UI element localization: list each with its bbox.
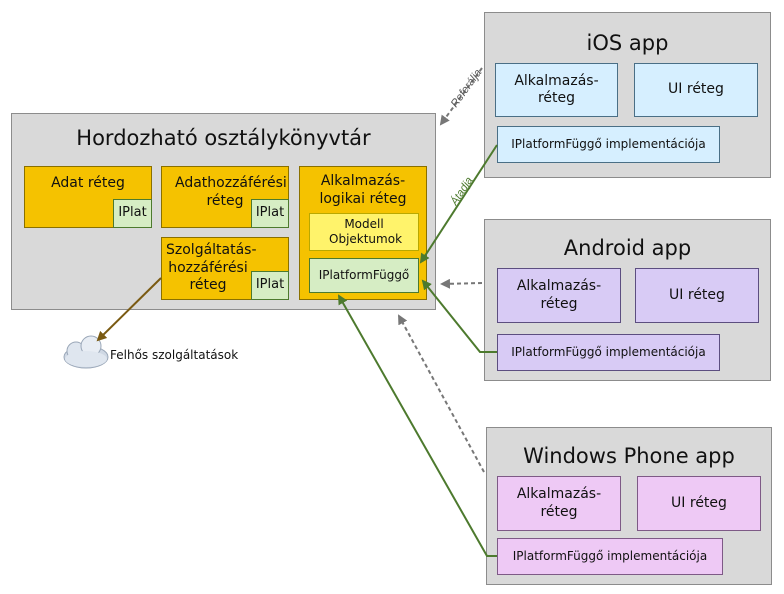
data-access-layer: Adathozzáférési réteg: [161, 166, 289, 228]
android-app-layer-label: Alkalmazás-réteg: [516, 278, 602, 312]
ios-ui-layer: UI réteg: [634, 63, 758, 117]
pass-label: Átadja: [447, 174, 475, 208]
wp-pass-arrow: [338, 294, 497, 557]
android-impl: IPlatformFüggő implementációja: [497, 334, 720, 371]
wp-app-layer-label: Alkalmazás-réteg: [516, 486, 602, 520]
service-access-layer: Szolgáltatás-hozzáférési réteg: [161, 237, 289, 300]
ios-impl-label: IPlatformFüggő implementációja: [511, 137, 706, 151]
windows-phone-app-title: Windows Phone app: [523, 444, 735, 468]
ios-impl: IPlatformFüggő implementációja: [497, 126, 720, 163]
iplat-label: IPlat: [118, 205, 147, 221]
data-layer-label: Adat réteg: [51, 175, 125, 191]
android-app-layer: Alkalmazás-réteg: [497, 268, 621, 323]
model-objects: Modell Objektumok: [309, 213, 419, 251]
cloud-label: Felhős szolgáltatások: [110, 348, 239, 362]
wp-reference-arrow: [398, 314, 485, 473]
service-to-cloud-arrow: [96, 277, 162, 342]
wp-impl: IPlatformFüggő implementációja: [497, 538, 723, 575]
data-layer-iplat: IPlat: [113, 199, 152, 228]
android-pass-arrow: [421, 279, 497, 353]
android-reference-arrow: [440, 278, 483, 289]
wp-ui-layer: UI réteg: [637, 476, 761, 531]
wp-impl-label: IPlatformFüggő implementációja: [512, 549, 708, 563]
ios-app-title: iOS app: [586, 31, 669, 55]
model-objects-label: Modell Objektumok: [329, 217, 403, 246]
app-logic-layer-label: Alkalmazás-logikai réteg: [319, 173, 407, 207]
ios-pass-arrow: [419, 144, 498, 264]
iplat-label: IPlat: [255, 205, 285, 221]
android-app-title: Android app: [563, 236, 692, 260]
data-access-layer-label: Adathozzáférési réteg: [175, 175, 287, 209]
wp-ui-layer-label: UI réteg: [671, 494, 727, 511]
portable-library-title: Hordozható osztálykönyvtár: [76, 126, 371, 150]
ios-app-layer: Alkalmazás-réteg: [495, 63, 618, 117]
iplatform-interface-label: IPlatformFüggő: [318, 268, 410, 282]
ios-reference-arrow: [439, 67, 483, 126]
service-access-layer-iplat: IPlat: [251, 271, 289, 300]
iplatform-interface: IPlatformFüggő: [309, 258, 419, 293]
service-access-layer-label: Szolgáltatás-hozzáférési réteg: [166, 242, 257, 294]
iplat-label: IPlat: [255, 277, 285, 293]
android-ui-layer: UI réteg: [635, 268, 759, 323]
android-impl-label: IPlatformFüggő implementációja: [511, 345, 706, 359]
cloud-icon: [63, 335, 109, 369]
wp-app-layer: Alkalmazás-réteg: [497, 476, 621, 531]
ios-ui-layer-label: UI réteg: [668, 81, 724, 98]
data-access-layer-iplat: IPlat: [251, 199, 289, 228]
ios-app-layer-label: Alkalmazás-réteg: [514, 72, 599, 107]
reference-label: Referálja: [449, 67, 485, 110]
android-ui-layer-label: UI réteg: [669, 286, 725, 303]
